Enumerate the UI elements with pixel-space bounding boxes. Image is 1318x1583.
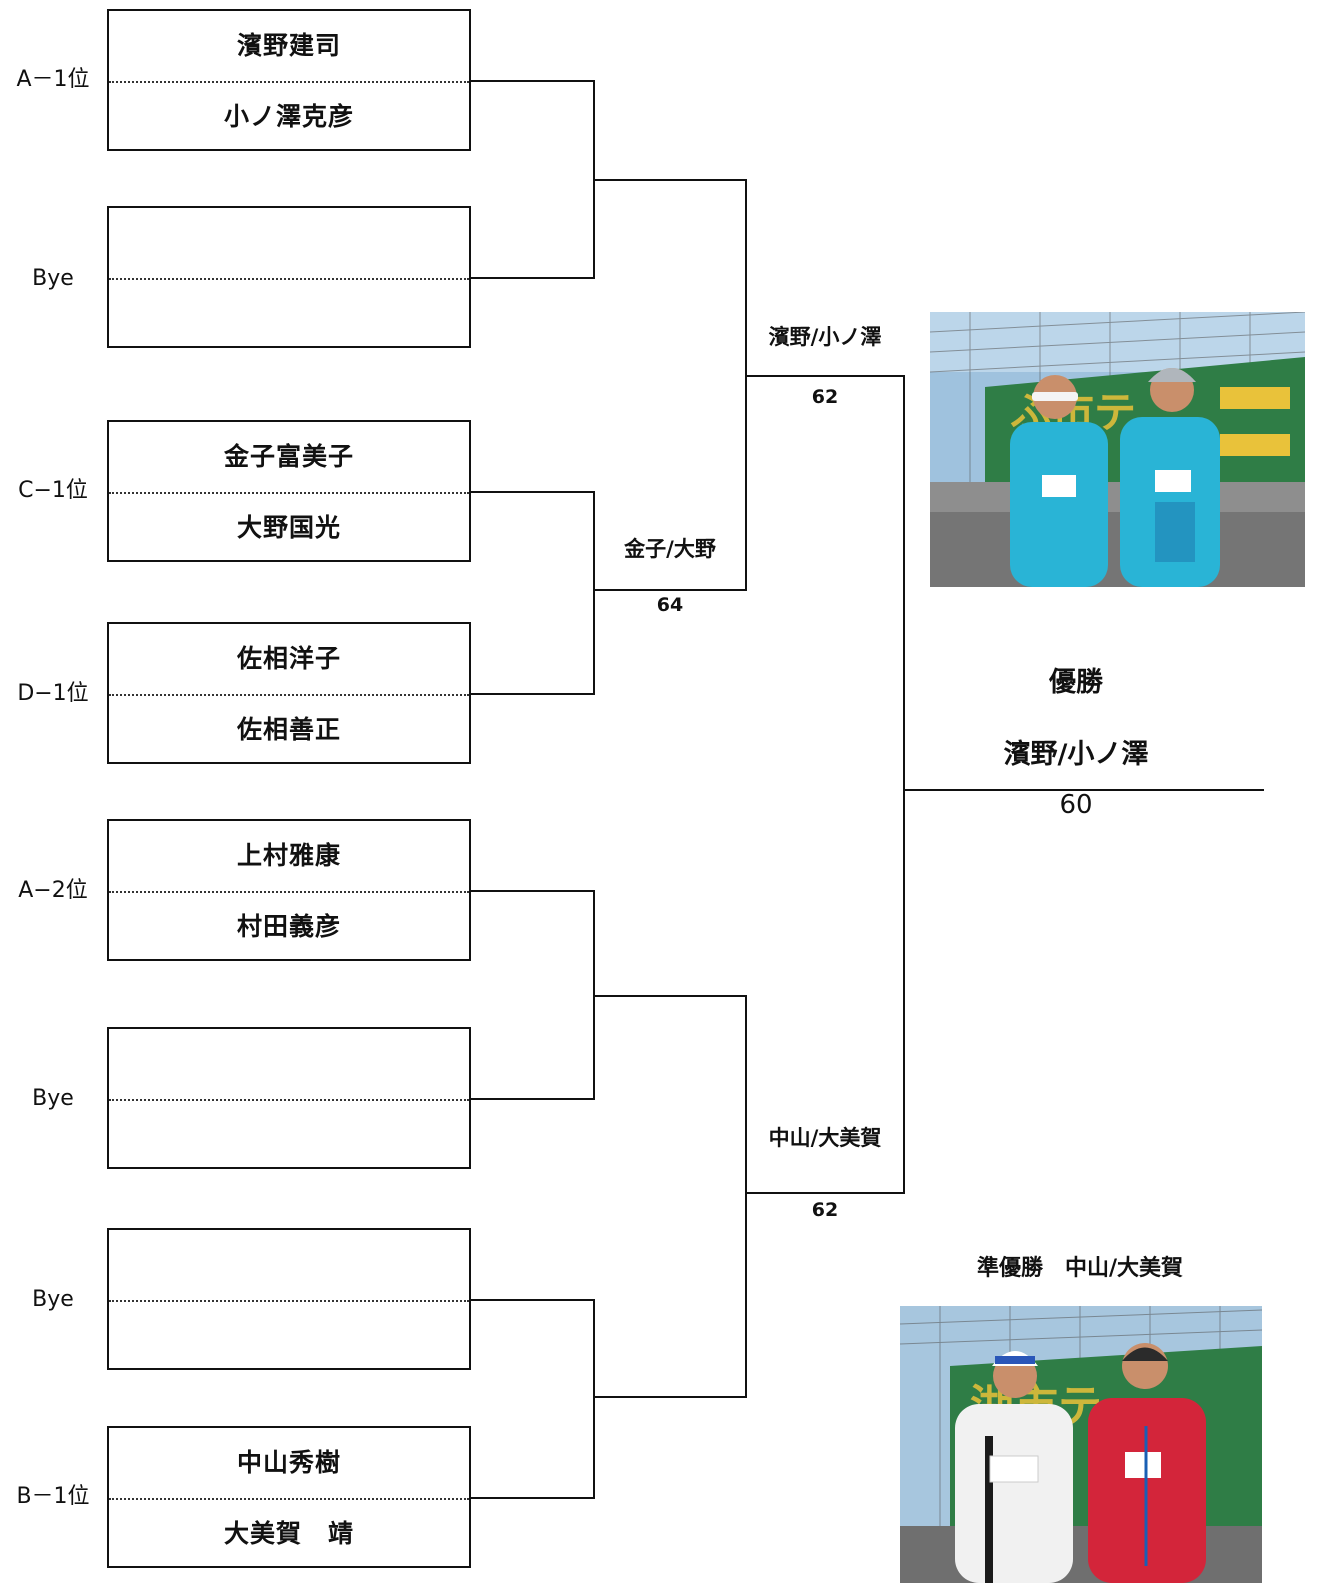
player-name	[109, 1230, 469, 1300]
bracket-line	[745, 1192, 905, 1194]
bracket-line	[903, 375, 905, 1194]
bracket-line	[593, 491, 595, 695]
bracket-line	[471, 693, 595, 695]
player-name: 村田義彦	[236, 912, 341, 941]
bracket-line	[593, 1396, 747, 1398]
bracket-line	[745, 375, 905, 377]
player-name: 佐相洋子	[236, 644, 341, 673]
seed-label-2: Bye	[32, 266, 74, 291]
seed-label-6: Bye	[32, 1086, 74, 1111]
semi-bottom-winner-label: 中山/大美賀	[768, 1126, 882, 1150]
player-name	[109, 1100, 469, 1170]
seed-label-8: B－1位	[16, 1484, 90, 1509]
champion-photo: ふ市テ	[930, 312, 1305, 587]
seed-label-3: C−1位	[18, 478, 88, 503]
seed-label-7: Bye	[32, 1287, 74, 1312]
bracket-line	[471, 80, 595, 82]
player-name: 大野国光	[236, 513, 341, 542]
seed-label-4: D−1位	[17, 681, 89, 706]
bracket-line	[593, 179, 747, 181]
bracket-line	[471, 1299, 595, 1301]
bracket-line	[471, 1098, 595, 1100]
bracket-line	[745, 995, 747, 1398]
pair-box-5: 上村雅康 村田義彦	[107, 819, 471, 961]
pair-divider	[109, 891, 469, 893]
pair-box-4: 佐相洋子 佐相善正	[107, 622, 471, 764]
pair-box-1: 濱野建司 小ノ澤克彦	[107, 9, 471, 151]
player-name	[109, 208, 469, 278]
runner-up-photo-image: 湖市テ	[900, 1306, 1262, 1583]
pair-box-6	[107, 1027, 471, 1169]
bracket-line	[471, 890, 595, 892]
pair-divider	[109, 278, 469, 280]
player-name	[109, 1029, 469, 1099]
pair-divider	[109, 81, 469, 83]
player-name: 大美賀 靖	[223, 1519, 354, 1548]
final-line	[903, 789, 1264, 791]
bracket-line	[471, 277, 595, 279]
bracket-line	[593, 1299, 595, 1499]
bracket-line	[593, 995, 747, 997]
qf2-winner-label: 金子/大野	[624, 537, 716, 561]
pair-divider	[109, 492, 469, 494]
pair-box-2	[107, 206, 471, 348]
pair-box-8: 中山秀樹 大美賀 靖	[107, 1426, 471, 1568]
champion-photo-image: ふ市テ	[930, 312, 1305, 587]
player-name: 小ノ澤克彦	[223, 102, 354, 131]
player-name: 濱野建司	[236, 31, 341, 60]
player-name: 佐相善正	[236, 715, 341, 744]
player-name: 上村雅康	[236, 841, 341, 870]
pair-box-7	[107, 1228, 471, 1370]
pair-box-3: 金子富美子 大野国光	[107, 420, 471, 562]
champion-title: 優勝	[1049, 667, 1103, 698]
player-name	[109, 1301, 469, 1371]
pair-divider	[109, 1099, 469, 1101]
player-name: 中山秀樹	[236, 1448, 341, 1477]
final-score: 60	[1059, 790, 1093, 820]
pair-divider	[109, 1300, 469, 1302]
seed-label-1: A－1位	[16, 67, 90, 92]
bracket-line	[593, 589, 747, 591]
runner-up-caption: 準優勝 中山/大美賀	[976, 1256, 1184, 1281]
pair-divider	[109, 1498, 469, 1500]
runner-up-photo: 湖市テ	[900, 1306, 1262, 1583]
semi-top-winner-label: 濱野/小ノ澤	[768, 325, 882, 349]
champion-name: 濱野/小ノ澤	[1003, 739, 1149, 770]
player-name: 金子富美子	[223, 442, 354, 471]
bracket-line	[471, 491, 595, 493]
semi-top-score: 62	[811, 386, 839, 408]
pair-divider	[109, 694, 469, 696]
seed-label-5: A−2位	[18, 878, 88, 903]
semi-bottom-score: 62	[811, 1199, 839, 1221]
player-name	[109, 279, 469, 349]
bracket-line	[471, 1497, 595, 1499]
qf2-score: 64	[656, 594, 684, 616]
bracket-line	[745, 179, 747, 591]
